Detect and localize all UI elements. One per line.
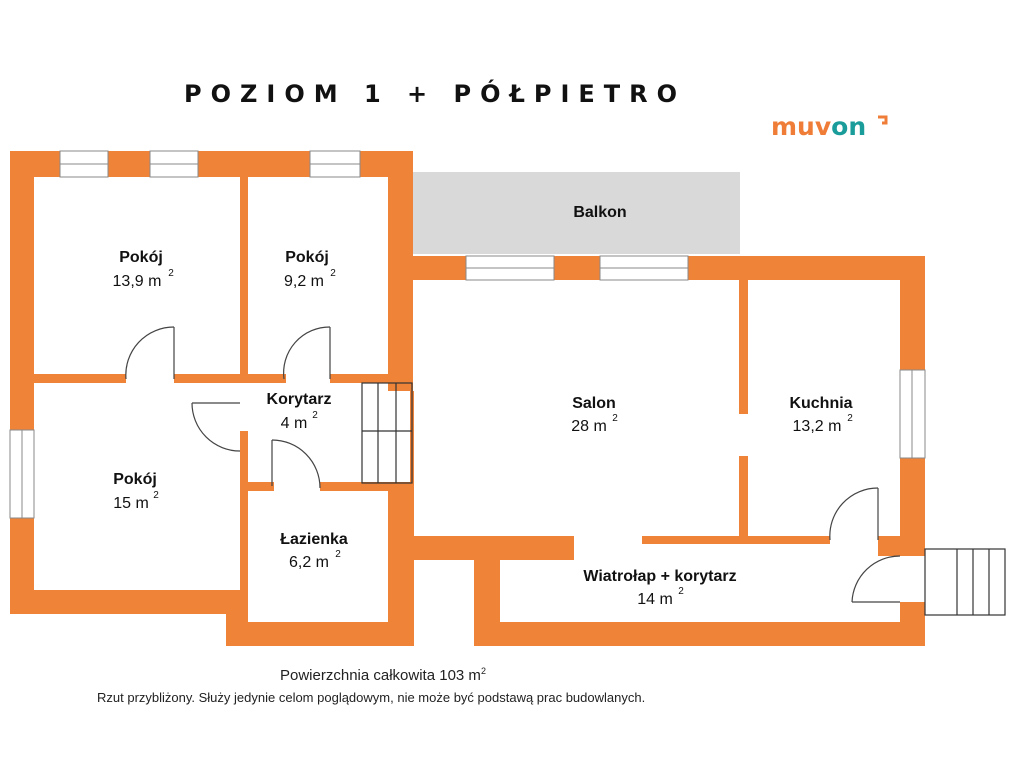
room-area-pokoj-1: 13,9 m — [113, 273, 162, 290]
room-area-sup-4: 2 — [312, 410, 318, 421]
total-area: Powierzchnia całkowita 103 m2 — [280, 666, 486, 684]
room-area-sup-5: 2 — [335, 549, 341, 560]
room-area-sup-8: 2 — [678, 586, 684, 597]
room-name-salon: Salon — [572, 395, 616, 412]
doors — [125, 326, 901, 603]
room-name-pokoj-1: Pokój — [119, 249, 163, 266]
brand-logo-part2: on — [831, 112, 867, 141]
stairs-entrance — [924, 548, 1006, 616]
room-name-pokoj-2: Pokój — [285, 249, 329, 266]
balcony-area — [410, 172, 740, 254]
room-area-sup-6: 2 — [612, 413, 618, 424]
room-area-salon: 28 m — [571, 418, 607, 435]
room-area-pokoj-3: 15 m — [113, 495, 149, 512]
room-area-sup-1: 2 — [168, 268, 174, 279]
disclaimer: Rzut przybliżony. Służy jedynie celom po… — [97, 690, 646, 705]
room-area-kuchnia: 13,2 m — [793, 418, 842, 435]
total-area-sup: 2 — [480, 666, 486, 676]
windows — [9, 150, 926, 519]
brand-mark-icon — [878, 115, 888, 125]
room-name-lazienka: Łazienka — [280, 531, 348, 548]
svg-text:13,9 m: 13,9 m — [113, 273, 162, 290]
balcony-label: Balkon — [573, 204, 626, 221]
room-name-pokoj-3: Pokój — [113, 471, 157, 488]
brand-logo-part1: muv — [771, 112, 832, 141]
room-area-sup-2: 2 — [330, 268, 336, 279]
brand-logo: muvon — [771, 112, 866, 141]
room-area-lazienka: 6,2 m — [289, 554, 329, 571]
total-area-text: Powierzchnia całkowita 103 m — [280, 667, 481, 684]
room-area-wiatrolap: 14 m — [637, 591, 673, 608]
plan-title: POZIOM 1 + PÓŁPIETRO — [184, 80, 687, 108]
room-area-korytarz: 4 m — [281, 415, 308, 432]
room-name-korytarz: Korytarz — [267, 391, 332, 408]
room-area-sup-7: 2 — [847, 413, 853, 424]
room-area-pokoj-2: 9,2 m — [284, 273, 324, 290]
room-name-kuchnia: Kuchnia — [789, 395, 852, 412]
stairs-interior — [361, 382, 413, 484]
room-area-sup-3: 2 — [153, 490, 159, 501]
room-name-wiatrolap: Wiatrołap + korytarz — [583, 568, 736, 585]
